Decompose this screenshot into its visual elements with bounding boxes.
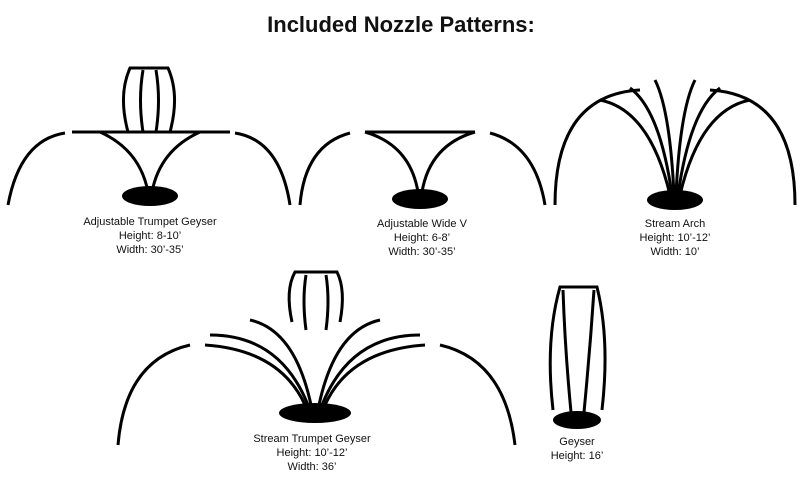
pattern-width: Width: 30’-35’ xyxy=(388,246,456,258)
pattern-width: Width: 36’ xyxy=(287,461,337,473)
pattern-name: Stream Arch xyxy=(644,218,706,230)
stream-trumpet-geyser-pattern xyxy=(116,270,517,446)
pattern-name: Adjustable Trumpet Geyser xyxy=(83,216,217,228)
pattern-height: Height: 6-8’ xyxy=(393,232,451,244)
adjustable-wide-v-pattern xyxy=(298,130,547,209)
pattern-width: Width: 10’ xyxy=(650,246,700,258)
pattern-height: Height: 10’-12’ xyxy=(276,447,348,459)
pattern-height: Height: 8-10’ xyxy=(118,230,182,242)
stream-arch-pattern xyxy=(553,79,797,210)
pattern-width: Width: 30’-35’ xyxy=(116,244,184,256)
pattern-caption-stream-trumpet-geyser: Stream Trumpet Geyser Height: 10’-12’ Wi… xyxy=(212,432,412,474)
pattern-name: Adjustable Wide V xyxy=(377,218,467,230)
pattern-height: Height: 10’-12’ xyxy=(639,232,711,244)
page-title: Included Nozzle Patterns: xyxy=(267,12,535,37)
pattern-caption-adjustable-wide-v: Adjustable Wide V Height: 6-8’ Width: 30… xyxy=(322,217,522,259)
pattern-caption-geyser: Geyser Height: 16’ xyxy=(477,435,677,463)
pattern-name: Stream Trumpet Geyser xyxy=(253,433,371,445)
pattern-caption-adjustable-trumpet-geyser: Adjustable Trumpet Geyser Height: 8-10’ … xyxy=(50,215,250,257)
pattern-height: Height: 16’ xyxy=(550,450,604,462)
pattern-name: Geyser xyxy=(559,436,595,448)
pattern-caption-stream-arch: Stream Arch Height: 10’-12’ Width: 10’ xyxy=(575,217,775,259)
adjustable-trumpet-geyser-pattern xyxy=(6,66,292,206)
geyser-pattern xyxy=(548,285,607,429)
